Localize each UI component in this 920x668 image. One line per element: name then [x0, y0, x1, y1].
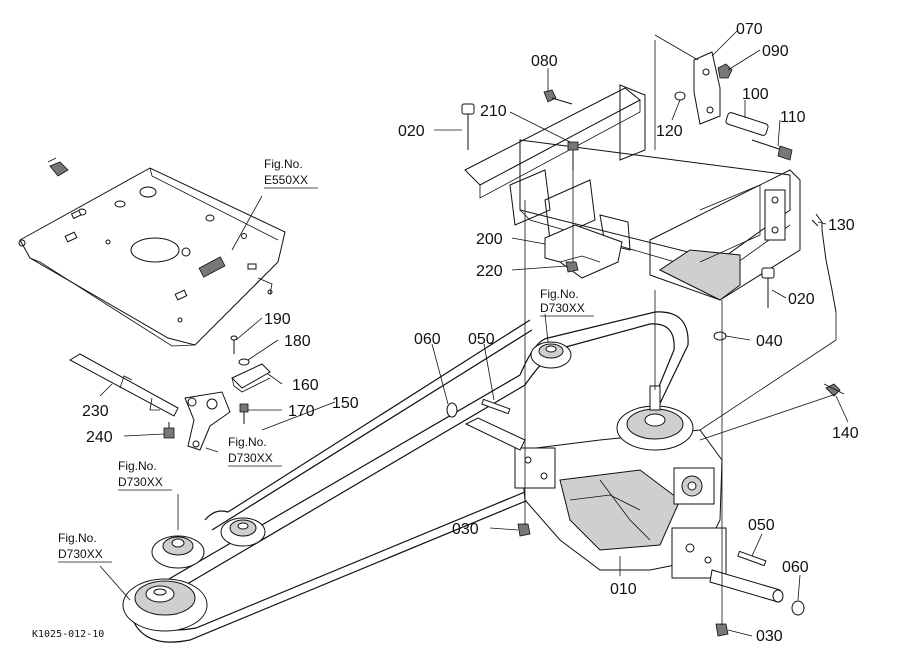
- bolt-110[interactable]: [751, 139, 793, 161]
- svg-text:Fig.No.: Fig.No.: [228, 435, 267, 449]
- bar-230[interactable]: [68, 353, 179, 417]
- label-120: 120: [656, 123, 683, 140]
- idler-pulley-d730-mid[interactable]: [220, 517, 266, 547]
- transaxle-010[interactable]: [514, 429, 727, 579]
- label-130: 130: [828, 217, 855, 234]
- label-080: 080: [531, 53, 558, 70]
- bolt-020-right[interactable]: [761, 267, 775, 308]
- bolt-170[interactable]: [239, 403, 249, 424]
- svg-text:E550XX: E550XX: [264, 173, 308, 187]
- fig-ref-d730xx-engine: Fig.No. D730XX: [58, 531, 112, 563]
- svg-text:Fig.No.: Fig.No.: [58, 531, 97, 545]
- foot-plate[interactable]: [18, 167, 286, 347]
- label-030-right: 030: [756, 628, 783, 645]
- svg-text:D730XX: D730XX: [58, 547, 103, 561]
- label-020-right: 020: [788, 291, 815, 308]
- axle-right[interactable]: [709, 569, 784, 603]
- label-050-left: 050: [468, 331, 495, 348]
- key-050-left[interactable]: [481, 398, 511, 415]
- collar-060-left[interactable]: [446, 402, 458, 418]
- label-040: 040: [756, 333, 783, 350]
- plate-clip[interactable]: [47, 157, 69, 177]
- fig-ref-d730xx-bracket: Fig.No. D730XX: [228, 435, 282, 467]
- svg-text:Fig.No.: Fig.No.: [264, 157, 303, 171]
- figure-refs: Fig.No. E550XX Fig.No. D730XX Fig.No. D7…: [58, 157, 594, 563]
- label-180: 180: [284, 333, 311, 350]
- bolt-020-top[interactable]: [461, 103, 475, 150]
- svg-text:D730XX: D730XX: [228, 451, 273, 465]
- label-020-top: 020: [398, 123, 425, 140]
- drawing-code: K1025-012-10: [32, 629, 104, 640]
- washer-040[interactable]: [713, 331, 727, 341]
- svg-text:D730XX: D730XX: [540, 301, 585, 315]
- collar-060-right[interactable]: [791, 600, 805, 616]
- pin-190[interactable]: [230, 335, 238, 354]
- label-240: 240: [86, 429, 113, 446]
- label-090: 090: [762, 43, 789, 60]
- label-150: 150: [332, 395, 359, 412]
- label-060-right: 060: [782, 559, 809, 576]
- label-210: 210: [480, 103, 507, 120]
- bracket-070[interactable]: [693, 51, 721, 125]
- bolt-180[interactable]: [238, 358, 250, 366]
- main-frame[interactable]: [464, 84, 801, 301]
- label-070: 070: [736, 21, 763, 38]
- label-190: 190: [264, 311, 291, 328]
- idler-pulley-d730-upper[interactable]: [530, 341, 572, 369]
- nut-030-right[interactable]: [715, 623, 729, 637]
- bolt-240[interactable]: [163, 422, 175, 439]
- nut-090[interactable]: [717, 63, 733, 79]
- fig-ref-d730xx-upper-pulley: Fig.No. D730XX: [540, 287, 594, 317]
- label-100: 100: [742, 86, 769, 103]
- part-labels: 070 090 080 100 020 210 120 110 130 200 …: [82, 21, 859, 645]
- label-050-right: 050: [748, 517, 775, 534]
- nut-220[interactable]: [565, 261, 579, 273]
- label-010: 010: [610, 581, 637, 598]
- label-030-left: 030: [452, 521, 479, 538]
- arm-160[interactable]: [231, 363, 271, 393]
- fig-ref-d730xx-idler: Fig.No. D730XX: [118, 459, 172, 491]
- svg-text:Fig.No.: Fig.No.: [540, 287, 579, 301]
- bracket-assembly[interactable]: [184, 391, 231, 451]
- idler-pulley-d730-left[interactable]: [151, 535, 205, 569]
- axle-left[interactable]: [464, 417, 526, 451]
- engine-pulley-d730[interactable]: [122, 578, 208, 632]
- label-200: 200: [476, 231, 503, 248]
- transaxle-pulley[interactable]: [616, 385, 694, 451]
- label-110: 110: [780, 109, 806, 126]
- label-060-left: 060: [414, 331, 441, 348]
- label-170: 170: [288, 403, 315, 420]
- label-230: 230: [82, 403, 109, 420]
- washer-120[interactable]: [674, 91, 686, 101]
- bolt-080[interactable]: [543, 89, 573, 105]
- label-160: 160: [292, 377, 319, 394]
- leader-lines: [99, 29, 849, 637]
- bracket-200[interactable]: [544, 224, 623, 279]
- assembly-lines: [524, 34, 837, 625]
- svg-text:Fig.No.: Fig.No.: [118, 459, 157, 473]
- label-140: 140: [832, 425, 859, 442]
- label-220: 220: [476, 263, 503, 280]
- nut-030-left[interactable]: [517, 523, 531, 537]
- clip-140[interactable]: [823, 383, 845, 397]
- svg-text:D730XX: D730XX: [118, 475, 163, 489]
- spacer-100[interactable]: [725, 112, 769, 136]
- rod-130[interactable]: [811, 213, 837, 313]
- key-050-right[interactable]: [737, 550, 767, 567]
- fig-ref-e550xx: Fig.No. E550XX: [264, 157, 318, 189]
